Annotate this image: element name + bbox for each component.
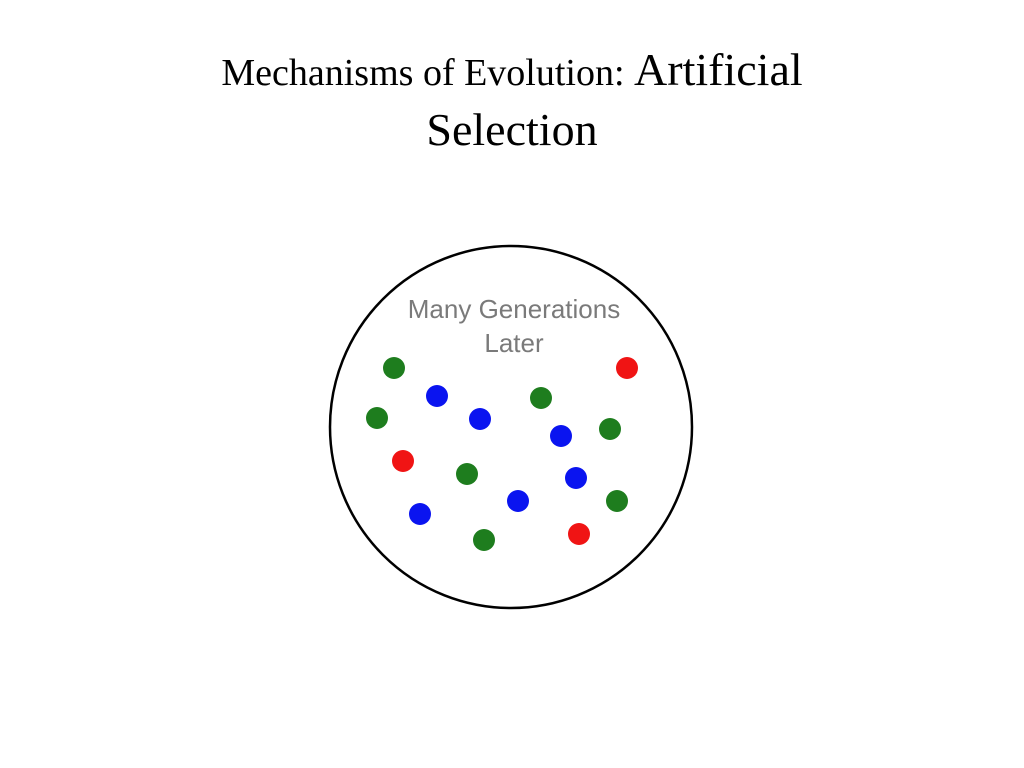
slide-title: Mechanisms of Evolution: Artificial Sele… xyxy=(0,42,1024,162)
organism-dots xyxy=(366,357,638,551)
green-organism-dot xyxy=(456,463,478,485)
green-organism-dot xyxy=(366,407,388,429)
green-organism-dot xyxy=(599,418,621,440)
title-prefix: Mechanisms of Evolution: xyxy=(221,52,635,94)
blue-organism-dot xyxy=(550,425,572,447)
circle-caption-line2: Later xyxy=(484,328,544,358)
title-highlight: Artificial xyxy=(634,44,803,95)
blue-organism-dot xyxy=(469,408,491,430)
title-line2: Selection xyxy=(426,104,598,155)
red-organism-dot xyxy=(616,357,638,379)
green-organism-dot xyxy=(383,357,405,379)
red-organism-dot xyxy=(392,450,414,472)
green-organism-dot xyxy=(606,490,628,512)
red-organism-dot xyxy=(568,523,590,545)
blue-organism-dot xyxy=(507,490,529,512)
blue-organism-dot xyxy=(426,385,448,407)
blue-organism-dot xyxy=(565,467,587,489)
circle-caption-line1: Many Generations xyxy=(408,294,620,324)
green-organism-dot xyxy=(530,387,552,409)
blue-organism-dot xyxy=(409,503,431,525)
green-organism-dot xyxy=(473,529,495,551)
